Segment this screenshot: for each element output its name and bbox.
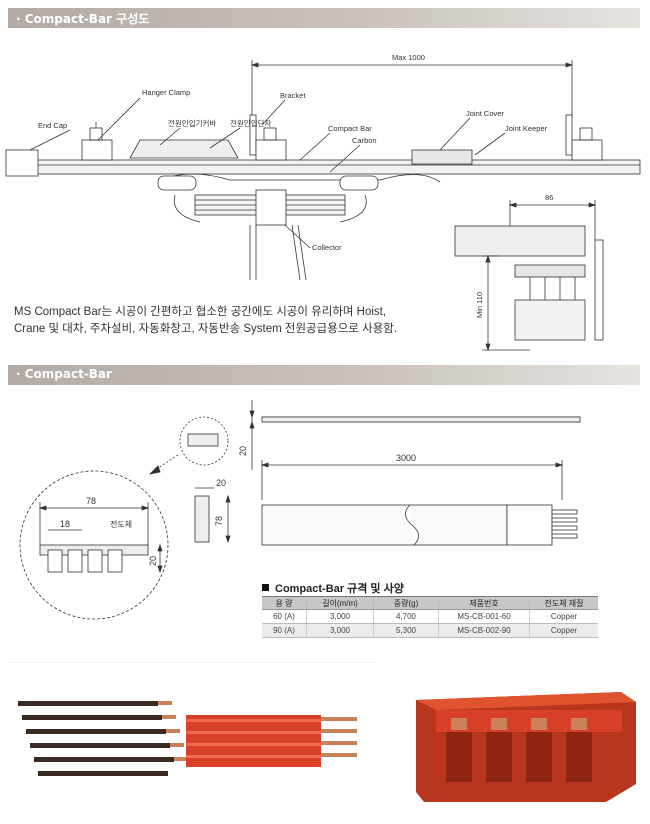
conductor-label: 전도체: [110, 519, 132, 529]
table-cell: Copper: [529, 623, 598, 638]
table-row: 60 (A) 3,000 4,700 MS-CB-001-60 Copper: [262, 609, 598, 624]
description-line: Crane 및 대차, 주차설비, 자동화창고, 자동반송 System 전원공…: [14, 323, 398, 335]
dim-min110-label: Min 110: [475, 292, 484, 318]
table-cell: 3,000: [306, 623, 374, 638]
dim-20-height-label: 20: [148, 556, 158, 566]
section-title: · Compact-Bar: [16, 367, 112, 381]
table-cell: Copper: [529, 609, 598, 624]
dim-20-side-label: 20: [238, 446, 248, 456]
dim-3000-label: 3000: [396, 453, 416, 463]
column-header: 중량(g): [373, 596, 439, 610]
table-cell: 3,000: [306, 609, 374, 624]
section-header-structure: · Compact-Bar 구성도: [8, 8, 640, 28]
dim-78-side-label: 78: [214, 516, 224, 526]
compact-bar-label: Compact Bar: [328, 124, 372, 133]
table-cell: 5,300: [373, 623, 439, 638]
max-dimension-label: Max 1000: [392, 53, 425, 62]
table-row: 90 (A) 3,000 5,300 MS-CB-002-90 Copper: [262, 623, 598, 638]
dim-18-label: 18: [60, 519, 70, 529]
table-cell: MS-CB-001-60: [438, 609, 530, 624]
spec-table: 용 량 길이(m/m) 중량(g) 제품번호 전도체 재질 60 (A) 3,0…: [262, 596, 598, 638]
table-cell: 90 (A): [262, 623, 307, 638]
assembly-diagram: Max 1000 Hanger Clamp Bracket End Cap 전원…: [5, 53, 641, 352]
column-header: 용 량: [262, 596, 307, 610]
hanger-clamp-label: Hanger Clamp: [142, 88, 190, 97]
end-cap-label: End Cap: [38, 121, 67, 130]
table-cell: 60 (A): [262, 609, 307, 624]
bars-photo: [8, 662, 376, 820]
power-inlet-box-label: 전원인입기커바: [168, 118, 216, 128]
bracket-label: Bracket: [280, 91, 306, 100]
dark-bars-image: [18, 701, 188, 776]
table-cell: MS-CB-002-90: [438, 623, 530, 638]
description: MS Compact Bar는 시공이 간편하고 협소한 공간에도 시공이 유리…: [14, 304, 397, 338]
column-header: 전도체 재질: [529, 596, 598, 610]
spec-table-title-text: Compact-Bar 규격 및 사양: [275, 583, 404, 595]
column-header: 제품번호: [438, 596, 530, 610]
section-title: · Compact-Bar 구성도: [16, 12, 150, 26]
bar-cross-section-photo: [396, 672, 644, 812]
joint-cover-label: Joint Cover: [466, 109, 504, 118]
collector-label: Collector: [312, 243, 342, 252]
dim-20-top-label: 20: [216, 478, 226, 488]
spec-table-title: Compact-Bar 규격 및 사양: [262, 580, 404, 596]
column-header: 길이(m/m): [306, 596, 374, 610]
dim-86-label: 86: [545, 193, 553, 202]
bullet-square-icon: [262, 584, 269, 591]
dim-78-label: 78: [86, 496, 96, 506]
compact-bar-dimension-diagram: 20 3000 20 78 78 18 전도체 20: [19, 400, 581, 620]
power-inlet-terminal-label: 전원인입단자: [230, 118, 271, 128]
table-header-row: 용 량 길이(m/m) 중량(g) 제품번호 전도체 재질: [262, 596, 598, 610]
section-header-compact-bar: · Compact-Bar: [8, 365, 640, 385]
joint-keeper-label: Joint Keeper: [505, 124, 548, 133]
red-bar-image: [186, 715, 357, 767]
description-line: MS Compact Bar는 시공이 간편하고 협소한 공간에도 시공이 유리…: [14, 306, 387, 318]
carbon-label: Carbon: [352, 136, 377, 145]
table-cell: 4,700: [373, 609, 439, 624]
